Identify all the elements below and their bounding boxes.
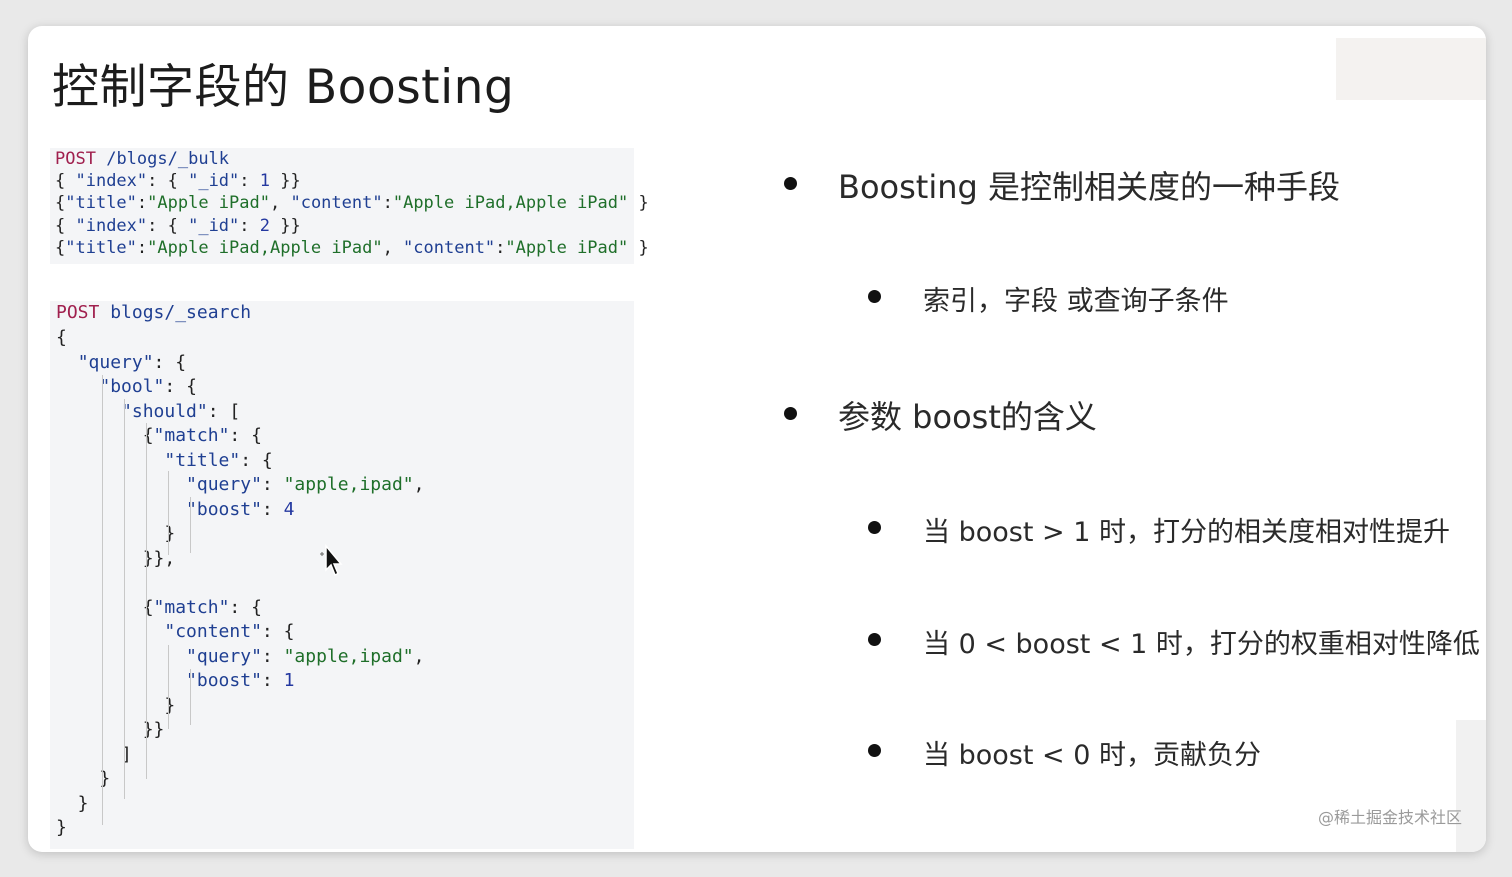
search-code-line: "title": { — [164, 449, 273, 471]
mouse-cursor-icon — [320, 544, 343, 577]
search-code-line: } — [56, 694, 176, 716]
bullet-text-1: Boosting 是控制相关度的一种手段 — [838, 168, 1340, 206]
search-code-line: {"match": { — [56, 425, 262, 446]
bulk-path: /blogs/_bulk — [106, 149, 230, 169]
bullet-dot — [868, 633, 881, 646]
search-code-line: }}, — [56, 547, 176, 569]
bullet-dot — [784, 177, 797, 190]
search-code-line: "should": [ — [121, 400, 241, 422]
bullet-text-3: 参数 boost的含义 — [838, 398, 1097, 436]
bulk-request-line: POST /blogs/_bulk — [55, 148, 229, 170]
search-code-line: "query": "apple,ipad", — [186, 645, 425, 667]
indent-guide — [190, 669, 191, 725]
watermark: @稀土掘金技术社区 — [1317, 808, 1462, 827]
bulk-line-2: {"title":"Apple iPad", "content":"Apple … — [55, 193, 649, 213]
search-code-line: "content": { — [164, 621, 295, 642]
search-code-block: POST blogs/_search { "query": { "bool": … — [50, 301, 634, 849]
indent-guide — [124, 399, 125, 799]
search-code-line: { — [56, 327, 67, 348]
indent-guide — [168, 471, 169, 555]
indent-guide — [190, 497, 191, 553]
bulk-code-block: POST /blogs/_bulk { "index": { "_id": 1 … — [50, 148, 649, 264]
indent-guide — [102, 375, 103, 825]
search-request-line: POST blogs/_search — [56, 301, 251, 325]
bullet-text-2: 索引，字段 或查询子条件 — [923, 286, 1229, 317]
indent-guide — [146, 423, 147, 779]
corner-edge — [1456, 720, 1486, 852]
bulk-line-4: {"title":"Apple iPad,Apple iPad", "conte… — [55, 238, 649, 258]
corner-tab — [1336, 38, 1486, 100]
search-code-line: "boost": 1 — [186, 670, 295, 691]
search-code-line: } — [56, 817, 67, 838]
search-code-line: "bool": { — [99, 376, 197, 397]
bulk-line-3: { "index": { "_id": 2 }} — [55, 216, 301, 236]
bullet-dot — [868, 744, 881, 757]
search-code-line: }} — [56, 719, 165, 740]
search-code-line: } — [56, 792, 89, 814]
bulk-line-1: { "index": { "_id": 1 }} — [55, 171, 301, 191]
search-code-line: ] — [56, 743, 132, 765]
indent-guide — [168, 645, 169, 729]
slide-title: 控制字段的 Boosting — [52, 60, 515, 115]
search-path: blogs/_search — [110, 302, 252, 323]
slide: 控制字段的 Boosting POST /blogs/_bulk { "inde… — [28, 26, 1486, 852]
bullet-dot — [868, 290, 881, 303]
search-code-line: "query": { — [77, 351, 187, 373]
search-code-line: {"match": { — [56, 596, 262, 618]
bullet-text-5: 当 0 < boost < 1 时，打分的权重相对性降低 — [923, 629, 1480, 660]
bullet-dot — [868, 521, 881, 534]
bullet-dot — [784, 407, 797, 420]
bulk-method: POST — [55, 149, 96, 169]
search-code-line: "query": "apple,ipad", — [186, 474, 425, 495]
search-method: POST — [56, 302, 100, 323]
search-code-line: } — [56, 523, 176, 544]
search-code-line: } — [56, 768, 111, 789]
bullet-text-4: 当 boost > 1 时，打分的相关度相对性提升 — [923, 517, 1450, 548]
bullet-text-6: 当 boost < 0 时，贡献负分 — [923, 740, 1261, 771]
search-code-line: "boost": 4 — [186, 498, 295, 520]
